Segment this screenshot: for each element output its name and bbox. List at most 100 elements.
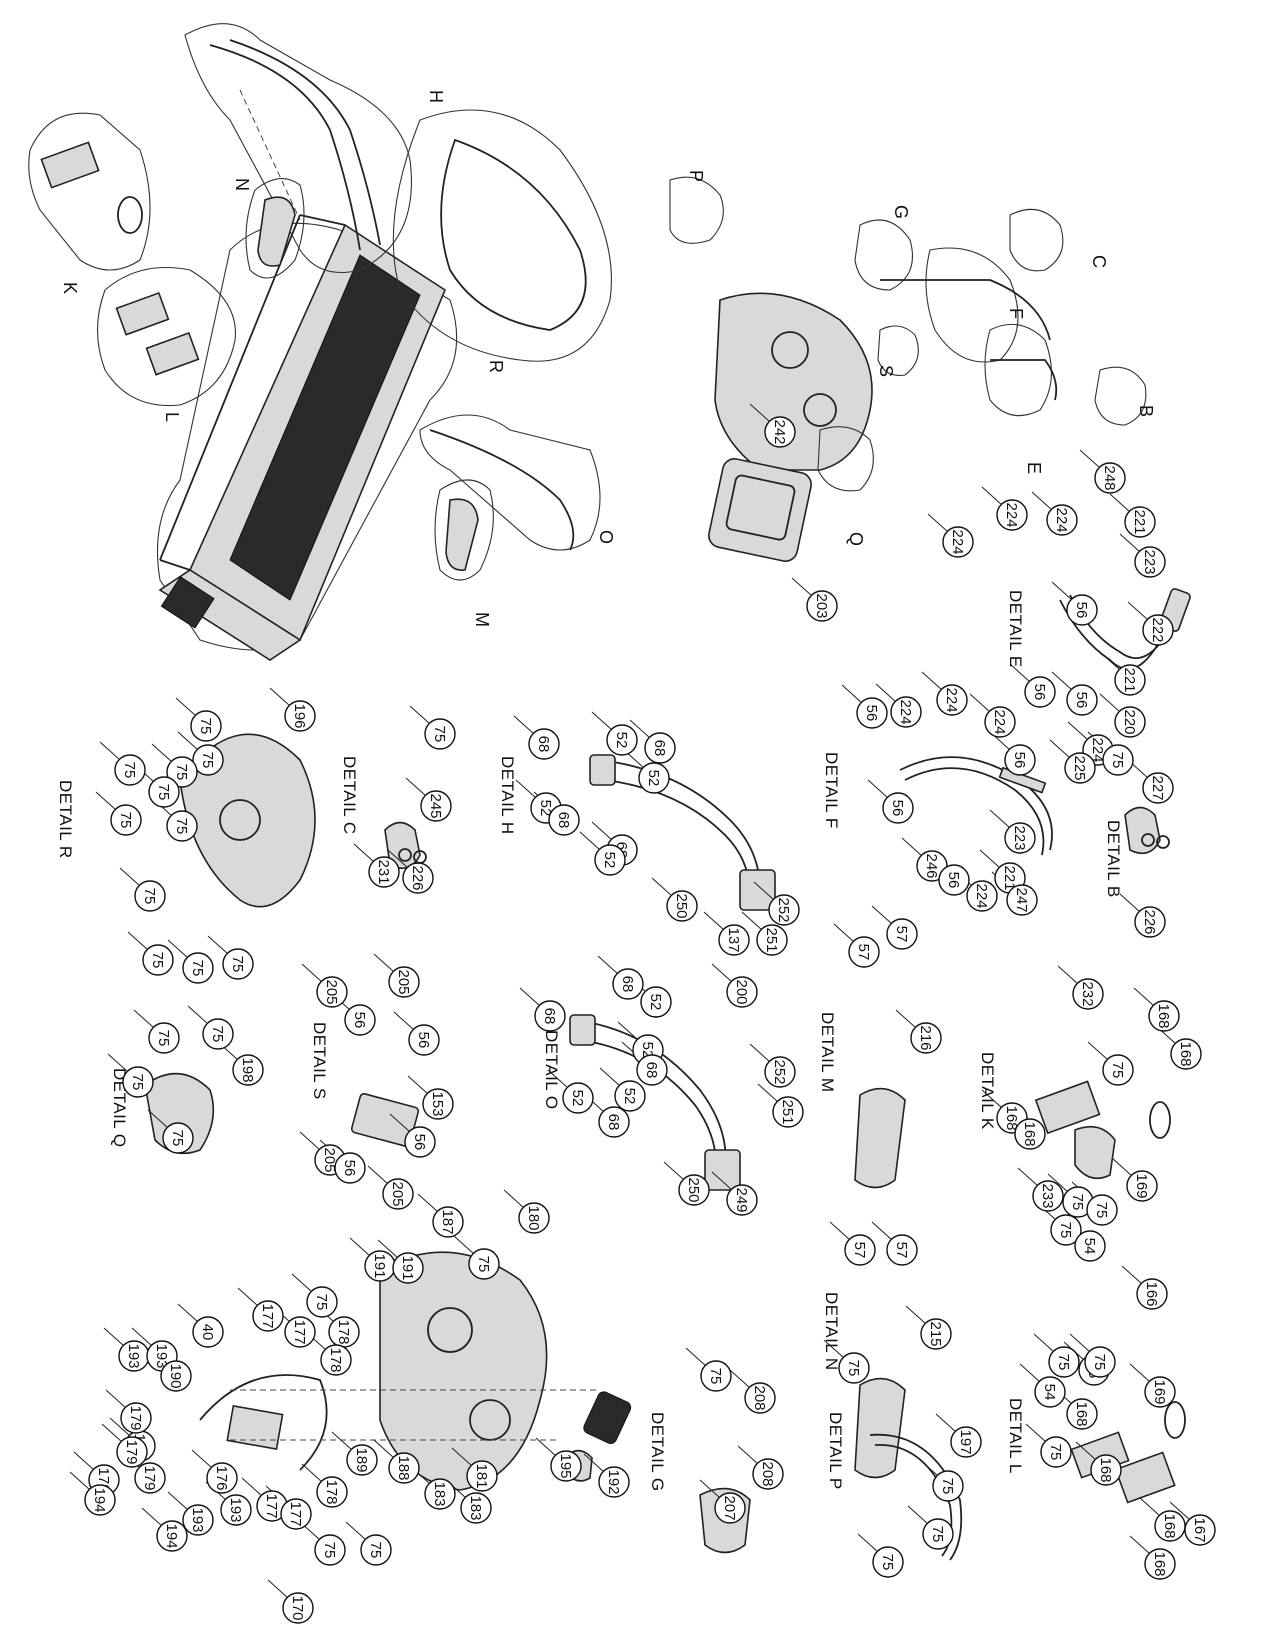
callout-number: 177 [259, 1303, 276, 1328]
detail-callout: 75 [222, 948, 254, 980]
detail-callout: 75 [1084, 1346, 1116, 1378]
detail-title-e: DETAIL E [1006, 590, 1025, 668]
callout-circle [190, 710, 222, 742]
leader-line [237, 1287, 259, 1307]
callout-circle [306, 1286, 338, 1318]
callout-circle [222, 948, 254, 980]
leader-line [907, 1505, 929, 1525]
detail-callout: 56 [882, 792, 914, 824]
callout-number: 168 [1073, 1401, 1090, 1426]
section-letter: E [1024, 462, 1044, 474]
callout-circle [1144, 1548, 1176, 1580]
leader-line [711, 1171, 733, 1191]
leader-lines [69, 403, 1191, 1599]
callout-circle [882, 792, 914, 824]
callout-circle [612, 968, 644, 1000]
callout-number: 75 [1047, 1444, 1064, 1461]
detail-callout: 56 [1024, 676, 1056, 708]
leader-line [269, 687, 291, 707]
detail-callout: 223 [1004, 822, 1036, 854]
detail-callout: 205 [388, 966, 420, 998]
leader-line [191, 1449, 213, 1469]
callout-circle [806, 590, 838, 622]
assembly-callout: 191 [392, 1252, 424, 1284]
callout-circle [1134, 906, 1166, 938]
detail-n-drawing [854, 1377, 906, 1479]
callout-number: 216 [917, 1025, 934, 1050]
leader-line [871, 1221, 893, 1241]
leader-line [451, 1447, 473, 1467]
detail-callout: 168 [1014, 1118, 1046, 1150]
callout-number: 224 [949, 529, 966, 554]
leader-line [1129, 1363, 1151, 1383]
callout-circle [316, 976, 348, 1008]
callout-number: 56 [1073, 692, 1090, 709]
leader-line [349, 1237, 371, 1257]
detail-callout: 250 [666, 890, 698, 922]
assembly-callout: 183 [424, 1478, 456, 1510]
detail-callout: 75 [1086, 1194, 1118, 1226]
leader-line [119, 867, 141, 887]
leader-line [267, 1579, 289, 1599]
callout-number: 75 [321, 1542, 338, 1559]
callout-circle [166, 810, 198, 842]
callout-number: 75 [117, 812, 134, 829]
callout-number: 224 [1053, 507, 1070, 532]
assembly-callout: 193 [118, 1340, 150, 1372]
callout-circle [220, 1494, 252, 1526]
detail-title-b: DETAIL B [1104, 820, 1123, 898]
callout-number: 196 [291, 703, 308, 728]
leader-line [141, 1507, 163, 1527]
callout-circle [1086, 1194, 1118, 1226]
callout-circle [744, 1382, 776, 1414]
callout-number: 179 [123, 1439, 140, 1464]
leader-line [857, 1533, 879, 1553]
detail-callout: 54 [1034, 1376, 1066, 1408]
leader-line [875, 683, 897, 703]
detail-callout: 68 [612, 968, 644, 1000]
leader-line [591, 711, 613, 731]
detail-callout: 198 [232, 1054, 264, 1086]
detail-callout: 168 [1170, 1038, 1202, 1070]
leader-line [1017, 1167, 1039, 1187]
callout-number: 222 [1149, 617, 1166, 642]
callout-number: 177 [263, 1493, 280, 1518]
leader-line [177, 731, 199, 751]
detail-callout: 68 [598, 1106, 630, 1138]
callout-circle [344, 1004, 376, 1036]
leader-line [1047, 1173, 1069, 1193]
callout-number: 247 [1013, 887, 1030, 912]
callout-circle [1046, 504, 1078, 536]
treadmill-base [156, 214, 458, 661]
callout-circle [644, 732, 676, 764]
callout-number: 188 [395, 1455, 412, 1480]
detail-callout: 56 [1066, 684, 1098, 716]
callout-number: 75 [1109, 752, 1126, 769]
detail-callout: 75 [110, 804, 142, 836]
callout-number: 221 [1121, 667, 1138, 692]
callout-circle [232, 1054, 264, 1086]
callout-circle [562, 1082, 594, 1114]
leader-line [107, 1053, 129, 1073]
overview-callout: 242 [764, 416, 796, 448]
leader-line [1031, 491, 1053, 511]
detail-callout: 56 [334, 1152, 366, 1184]
detail-callout: 226 [1134, 906, 1166, 938]
callout-circle [1126, 1170, 1158, 1202]
detail-h-drawing [589, 754, 776, 911]
callout-number: 57 [893, 1242, 910, 1259]
leader-line [901, 837, 923, 857]
callout-circle [382, 1178, 414, 1210]
detail-callout: 196 [284, 700, 316, 732]
console-assembly-drawing [199, 1251, 632, 1491]
detail-callout: 75 [1062, 1186, 1094, 1218]
detail-callout: 208 [752, 1458, 784, 1490]
section-letter: R [486, 360, 506, 373]
callout-number: 75 [367, 1542, 384, 1559]
detail-callout: 208 [744, 1382, 776, 1414]
leader-line [299, 1131, 321, 1151]
callout-circle [424, 1478, 456, 1510]
callout-number: 178 [327, 1347, 344, 1372]
callout-number: 57 [855, 944, 872, 961]
